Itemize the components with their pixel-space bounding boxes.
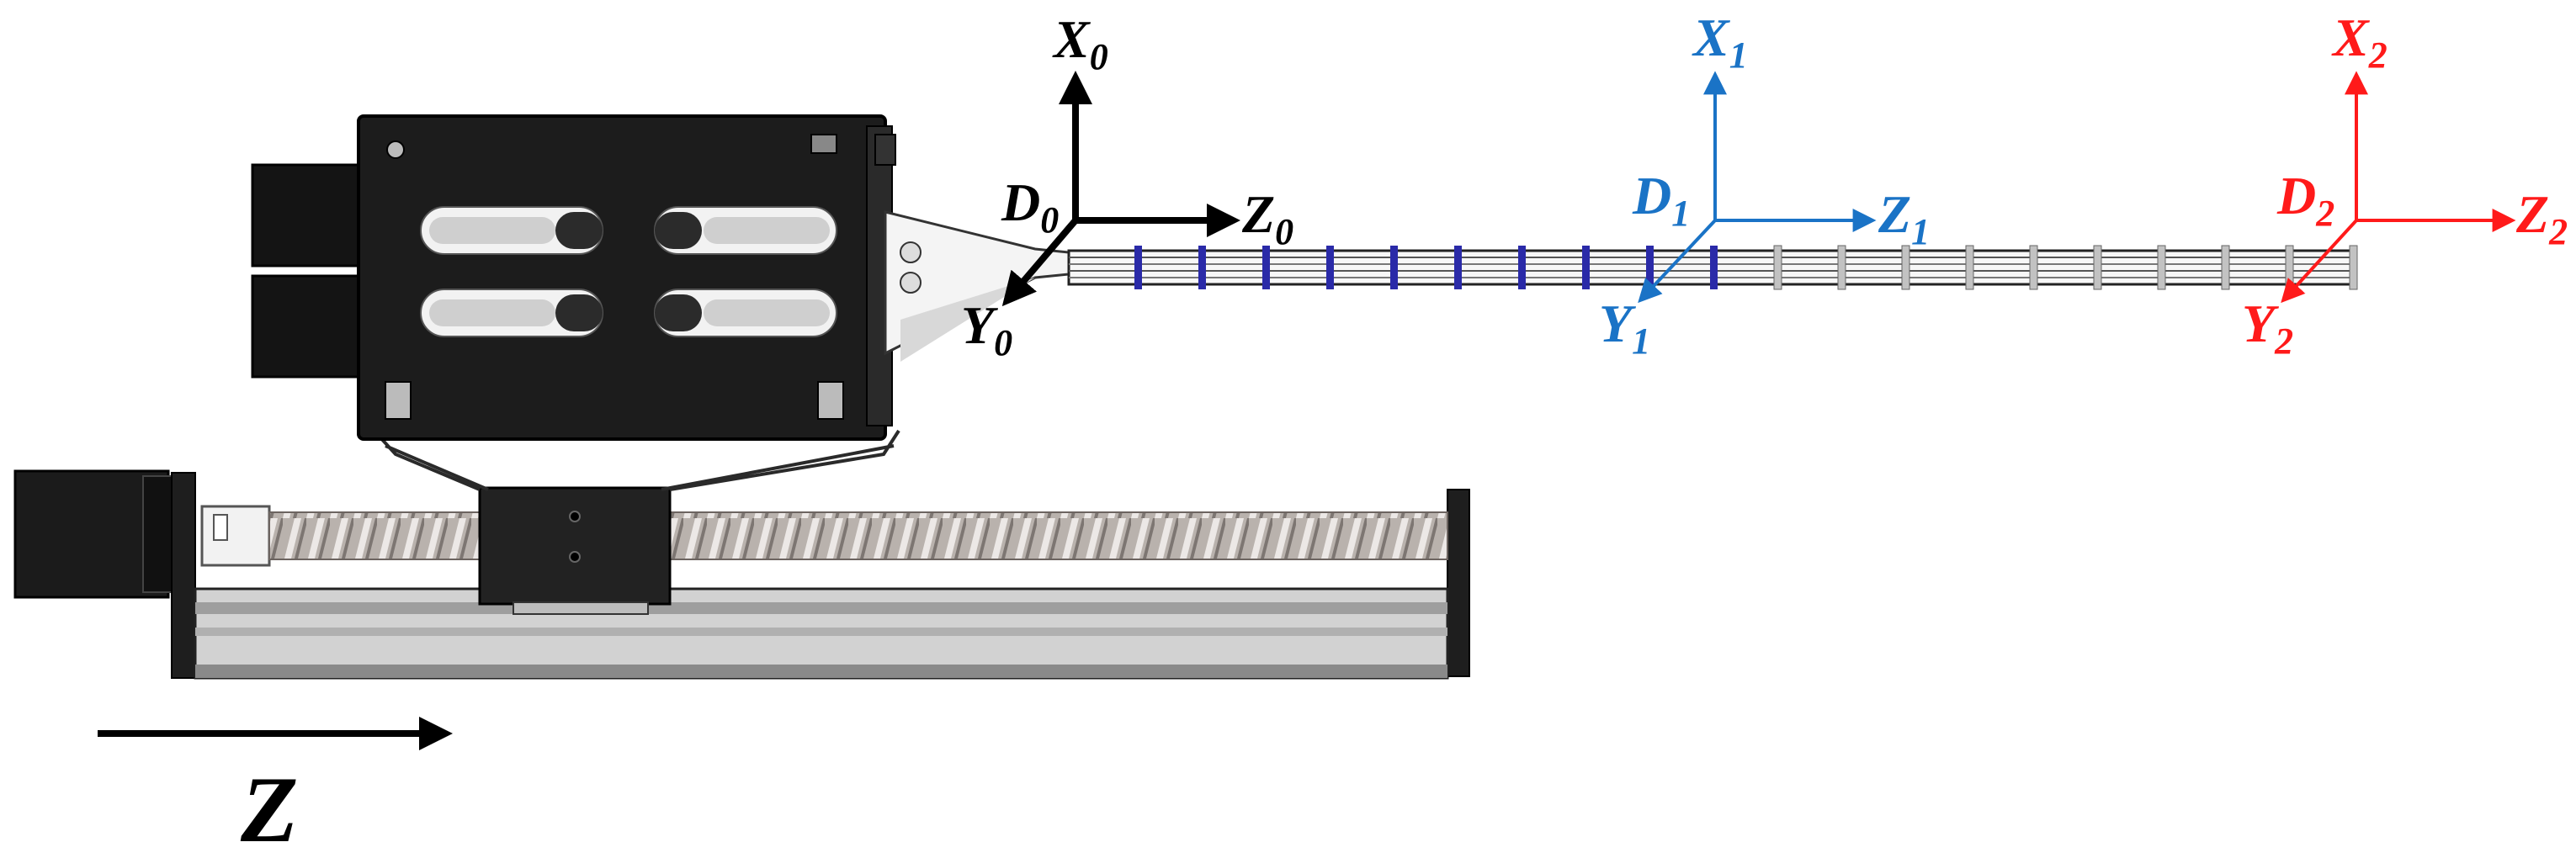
stage-end-plate-left (171, 472, 196, 679)
frame1-y-axis-arrow (1638, 219, 1717, 304)
frame-2-axes: X2 Z2 D2 Y2 (2242, 8, 2568, 362)
coupling-slot (213, 514, 228, 541)
spacer-disk-blue (1454, 246, 1462, 289)
frame0-z-label: Z0 (1241, 184, 1293, 252)
frame0-x-label: X0 (1052, 9, 1108, 77)
spacer-disk-grey (1965, 245, 1974, 290)
spacer-disk-grey (1773, 245, 1782, 290)
spacer-disk-blue (1582, 246, 1590, 289)
spacer-disk-grey (2221, 245, 2230, 290)
frame1-y-label: Y1 (1599, 294, 1650, 362)
spacer-disk-blue (1134, 246, 1142, 289)
slot-rod (429, 299, 555, 326)
frame2-z-label: Z2 (2515, 184, 2568, 252)
spacer-disk-blue (1262, 246, 1270, 289)
slot-rod (429, 217, 555, 244)
spacer-disk-blue (1326, 246, 1334, 289)
continuum-backbone (1067, 245, 2358, 290)
housing-clip (810, 134, 837, 154)
spacer-disk-grey (1837, 245, 1846, 290)
housing-bolt (386, 140, 405, 159)
spacer-disk-grey (1901, 245, 1910, 290)
drive-motor-upper (251, 163, 365, 267)
segment-2-disks (1773, 245, 2358, 290)
rail-bottom-edge (195, 665, 1447, 678)
slot-rod (704, 299, 830, 326)
motion-axis-label: Z (240, 758, 298, 854)
frame2-x-label: X2 (2331, 8, 2387, 76)
spacer-disk-blue (1198, 246, 1206, 289)
slot-rod (704, 217, 830, 244)
shaft-coupling (200, 505, 271, 567)
drive-motor-lower (251, 274, 365, 379)
frame0-y-label: Y0 (961, 295, 1012, 363)
frame1-x-label: X1 (1692, 8, 1748, 76)
slider-knob (555, 294, 603, 331)
frame0-origin-label: D0 (1001, 172, 1059, 241)
carriage-foot (513, 601, 649, 615)
spacer-disk-blue (1518, 246, 1526, 289)
frame2-y-label: Y2 (2242, 294, 2293, 362)
frame-1-axes: X1 Z1 D1 Y1 (1599, 8, 1930, 362)
slider-knob (655, 212, 702, 249)
frame1-z-label: Z1 (1878, 184, 1930, 252)
segment-1-disks (1134, 246, 1718, 289)
spacer-disk-grey (2093, 245, 2102, 290)
carriage-screw-hole (569, 551, 581, 563)
frame2-y-axis-arrow (2281, 219, 2358, 304)
stepper-motor-cap (142, 475, 173, 593)
housing-plate (357, 114, 887, 441)
carriage-block (478, 486, 672, 606)
frame2-origin-label: D2 (2276, 166, 2334, 234)
actuation-housing (251, 114, 1070, 441)
spacer-disk-grey (2029, 245, 2038, 290)
spacer-disk-blue (1646, 246, 1654, 289)
cone-shadow (900, 278, 1035, 362)
mount-bracket (377, 429, 900, 491)
spacer-disk-grey (2285, 245, 2294, 290)
rail-groove-lower (195, 628, 1447, 636)
frame-0-axes: X0 Z0 D0 Y0 (961, 9, 1293, 363)
spacer-disk-grey (2157, 245, 2166, 290)
frame1-origin-label: D1 (1632, 166, 1690, 234)
cone-fastener (900, 272, 922, 294)
lead-screw (268, 511, 1448, 560)
slider-knob (555, 212, 603, 249)
spacer-disk-blue (1390, 246, 1398, 289)
carriage-screw-hole (569, 511, 581, 522)
linear-stage (13, 429, 1470, 680)
cone-fastener (900, 241, 922, 263)
slider-knob (655, 294, 702, 331)
spacer-disk-grey (2349, 245, 2358, 290)
frame0-y-axis-arrow (1001, 218, 1079, 307)
housing-mount-screw (385, 381, 412, 420)
housing-mount-screw (817, 381, 844, 420)
spacer-disk-blue (1710, 246, 1718, 289)
stage-motion-axis: Z (98, 717, 453, 858)
housing-latch (874, 134, 896, 166)
rail-groove (195, 602, 1447, 614)
stage-end-plate-right (1447, 489, 1470, 677)
